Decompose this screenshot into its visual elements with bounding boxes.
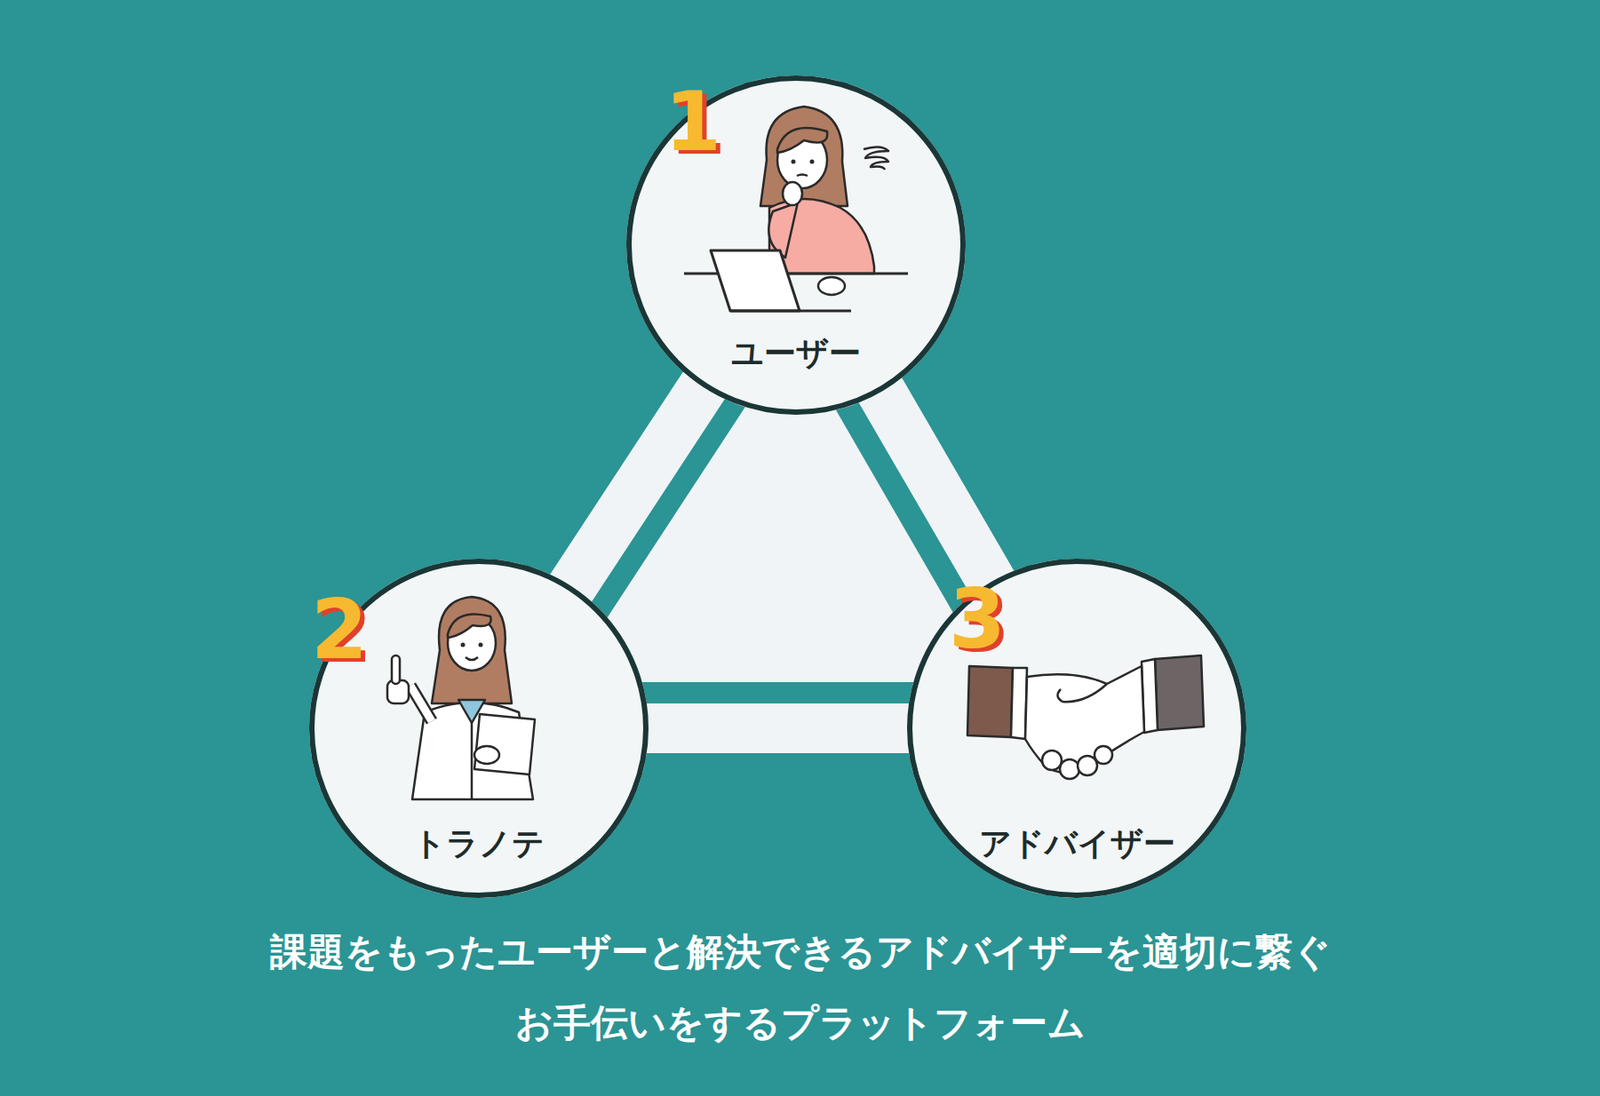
circle-fill [907,558,1247,899]
staff-illustration [387,597,535,800]
connector-band [879,389,994,586]
node-label: アドバイザー [907,824,1247,863]
callout-number: 1 [664,81,722,164]
circle-fill [309,558,649,899]
connector-band [644,728,911,730]
callout-number: 3 [948,579,1006,661]
connector-line [644,703,911,754]
callout-number: 2 [310,589,368,672]
circle-fill [626,75,966,415]
node-label: トラノテ [309,824,649,863]
caption: 課題をもったユーザーと解決できるアドバイザーを適切に繋ぐ お手伝いをするプラット… [177,916,1423,1059]
connector-band [570,383,706,590]
node-label: ユーザー [626,334,966,373]
connector-line [879,389,994,586]
handshake-illustration [967,655,1204,780]
connector-line [570,383,706,590]
